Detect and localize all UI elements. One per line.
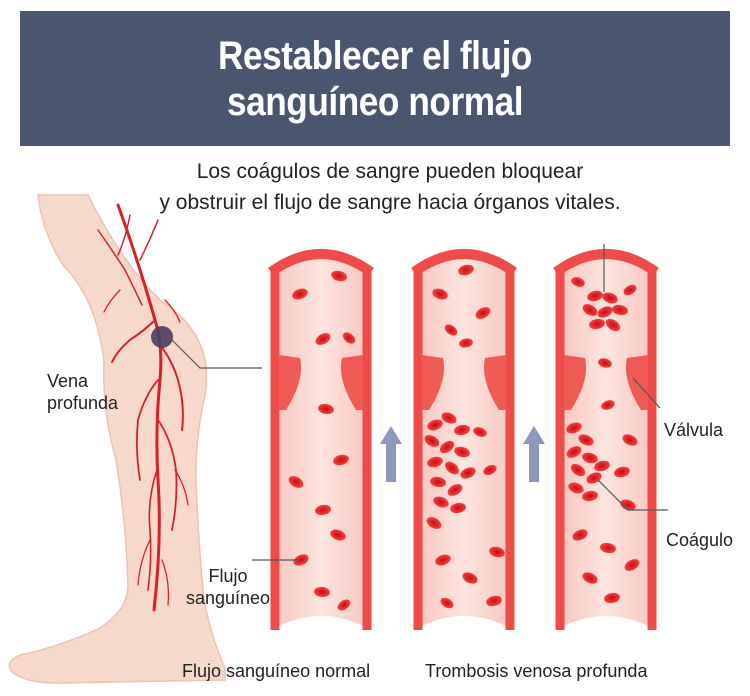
valve-left [279, 355, 302, 410]
leg-illustration [8, 194, 262, 684]
clot-cluster [424, 412, 476, 529]
label-deep-vein-line-1: Vena [47, 371, 89, 391]
caption-dvt: Trombosis venosa profunda [425, 661, 648, 681]
red-blood-cells [432, 264, 505, 609]
label-blood-flow-line-1: Flujo [208, 566, 248, 586]
label-valve: Válvula [664, 420, 724, 440]
caption-normal-flow: Flujo sanguíneo normal [182, 661, 371, 681]
page-title: Restablecer el flujo sanguíneo normal [63, 33, 688, 125]
label-deep-vein-line-2: profunda [47, 393, 119, 413]
clot-cluster-top [582, 290, 628, 332]
intro-line-1: Los coágulos de sangre pueden bloquear [196, 160, 584, 183]
clot-leader-line [597, 479, 668, 511]
flow-arrow-2 [523, 426, 545, 482]
page-title-line-1: Restablecer el flujo [218, 34, 532, 78]
red-blood-cells [288, 270, 356, 611]
red-blood-cells [571, 277, 640, 604]
valve-leader-line [632, 377, 661, 409]
deep-vein-leader-line [171, 339, 262, 369]
deep-vein-marker [151, 326, 173, 348]
label-blood-flow: Flujo sanguíneo [180, 565, 276, 609]
valve-right [340, 355, 363, 410]
label-deep-vein: Vena profunda [47, 370, 118, 414]
label-blood-flow-line-2: sanguíneo [185, 588, 271, 608]
title-banner: Restablecer el flujo sanguíneo normal [20, 11, 730, 146]
vessel-normal [268, 249, 374, 630]
vessel-clot [553, 244, 659, 630]
intro-text: Los coágulos de sangre pueden bloquear y… [60, 156, 720, 218]
page-title-line-2: sanguíneo normal [226, 80, 524, 124]
flow-arrow-1 [380, 426, 402, 482]
label-clot: Coágulo [666, 530, 734, 550]
clot-cluster-lower [566, 422, 610, 502]
vessel-dvt [411, 249, 517, 630]
intro-line-2: y obstruir el flujo de sangre hacia órga… [159, 191, 621, 214]
